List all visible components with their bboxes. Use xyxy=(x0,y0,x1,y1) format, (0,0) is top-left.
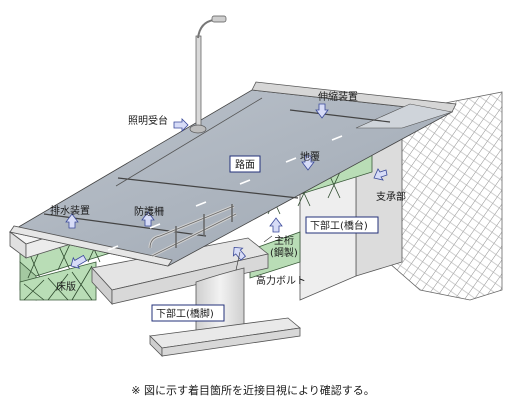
label-main-girder: 主桁 xyxy=(274,234,294,247)
arrow-guard-fence xyxy=(141,211,155,227)
label-bearing: 支承部 xyxy=(376,190,406,203)
label-drainage: 排水装置 xyxy=(50,204,90,217)
arrow-drainage xyxy=(65,213,79,229)
label-substructure-abutment: 下部工(橋台) xyxy=(310,219,368,232)
arrow-expansion-joint xyxy=(315,103,329,119)
arrow-curb xyxy=(301,155,315,171)
road-deck xyxy=(8,81,457,267)
boxed-label-pier: 下部工(橋脚) xyxy=(151,304,225,322)
label-hs-bolt: 高力ボルト xyxy=(256,274,306,287)
arrow-lighting-mount xyxy=(173,118,189,132)
boxed-label-abutment: 下部工(橋台) xyxy=(305,216,379,234)
guard-fence xyxy=(148,204,237,258)
pier xyxy=(91,237,301,357)
label-lighting-mount: 照明受台 xyxy=(128,114,168,127)
boxed-label-pavement: 路面 xyxy=(229,155,261,173)
label-pavement: 路面 xyxy=(235,158,255,171)
arrow-bearing xyxy=(373,168,388,181)
arrow-main-girder xyxy=(269,217,283,233)
label-deck-slab: 床版 xyxy=(56,280,76,293)
lighting-pole xyxy=(189,15,227,134)
label-curb: 地覆 xyxy=(300,150,320,163)
callout-arrows xyxy=(65,103,388,269)
label-expansion-joint: 伸縮装置 xyxy=(318,90,358,103)
label-main-girder-note: (鋼製) xyxy=(270,246,298,259)
label-guard-fence: 防護柵 xyxy=(134,205,164,218)
label-substructure-pier: 下部工(橋脚) xyxy=(156,307,214,320)
caption: ※ 図に示す着目箇所を近接目視により確認する。 xyxy=(131,384,375,397)
arrow-deck-slab xyxy=(70,254,87,269)
